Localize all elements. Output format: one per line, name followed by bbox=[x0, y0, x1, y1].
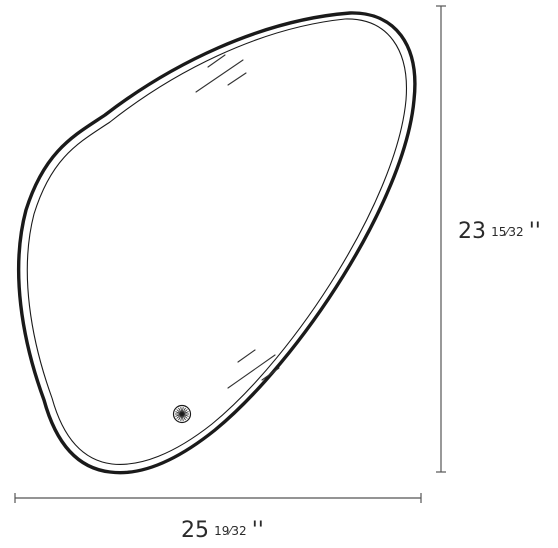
sensor-center bbox=[180, 412, 184, 416]
sensor-ray bbox=[180, 407, 183, 413]
height-unit: '' bbox=[529, 219, 541, 244]
width-dimension-label: 25 19⁄32 '' bbox=[181, 518, 264, 543]
mirror-inner-edge bbox=[26, 18, 408, 465]
width-unit: '' bbox=[252, 518, 264, 543]
height-dimension-line bbox=[436, 5, 446, 473]
height-dimension-label: 23 15⁄32 '' bbox=[458, 219, 541, 244]
glare-line bbox=[261, 367, 280, 381]
glare-line bbox=[207, 54, 226, 68]
height-fraction: 15⁄32 bbox=[491, 225, 524, 239]
sensor-ray bbox=[178, 407, 182, 413]
sensor-ray bbox=[180, 415, 183, 421]
lower-glare-lines bbox=[227, 349, 280, 389]
sensor-ray bbox=[175, 411, 181, 414]
sensor-ray bbox=[182, 414, 188, 419]
mirror-outer-outline bbox=[16, 11, 417, 475]
width-whole: 25 bbox=[181, 518, 209, 543]
sensor-ray bbox=[182, 409, 188, 414]
glare-line bbox=[237, 349, 256, 363]
sensor-ray bbox=[183, 411, 189, 414]
width-dimension-line bbox=[14, 493, 422, 503]
sensor-ray bbox=[181, 407, 184, 413]
sunburst-touch-sensor-icon bbox=[172, 404, 192, 424]
upper-glare-lines bbox=[195, 54, 247, 93]
sensor-ray bbox=[175, 414, 181, 417]
width-fraction: 19⁄32 bbox=[214, 524, 247, 538]
sensor-ray bbox=[183, 414, 189, 417]
glare-line bbox=[227, 72, 247, 86]
sensor-ray bbox=[178, 415, 182, 421]
sensor-ray bbox=[176, 414, 182, 419]
sensor-ray bbox=[181, 415, 184, 421]
sensor-ray bbox=[182, 407, 186, 413]
sensor-ray bbox=[182, 415, 186, 421]
sensor-ray bbox=[176, 409, 182, 414]
glare-line bbox=[195, 59, 244, 93]
height-whole: 23 bbox=[458, 219, 486, 244]
glare-line bbox=[227, 354, 276, 389]
